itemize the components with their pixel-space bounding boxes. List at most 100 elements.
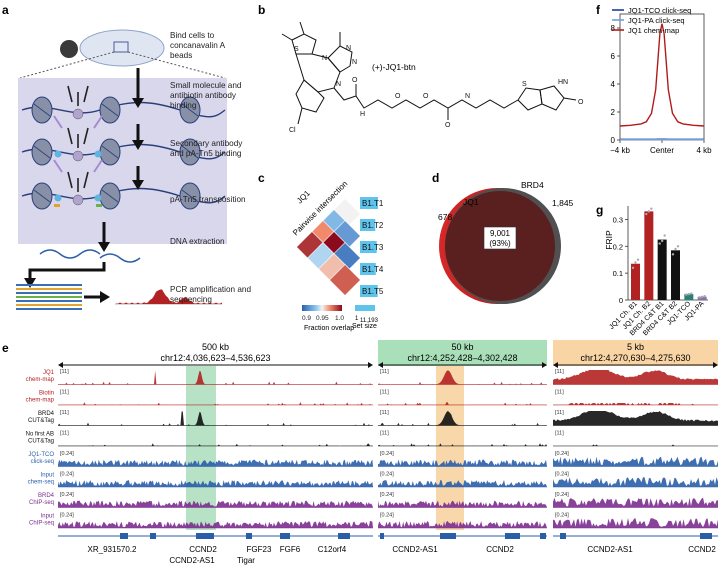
- overlap-heatmap: [297, 199, 361, 296]
- gene-name: CCND2-AS1: [587, 545, 633, 554]
- region-coordinates: chr12:4,036,623–4,536,623: [160, 353, 270, 363]
- frip-point: [703, 295, 705, 297]
- pa-tn5: [95, 151, 102, 158]
- gene-name: CCND2-AS1: [392, 545, 438, 554]
- set-label: B1.T2: [362, 221, 384, 230]
- scale-arrow-left: [58, 362, 63, 368]
- gene-name: XR_931570.2: [88, 545, 137, 554]
- gene-exon: [560, 533, 566, 539]
- atom-n-2: N: [352, 59, 357, 66]
- frip-bar: [658, 240, 667, 300]
- venn-count-jq1-only: 678: [438, 212, 452, 222]
- atom-s-biotin: S: [522, 81, 527, 88]
- panel-b-letter: b: [258, 3, 265, 17]
- track-label: Input: [41, 514, 55, 520]
- gene-exon: [280, 533, 290, 539]
- colorbar-tick-0: 0.9: [302, 315, 311, 322]
- gene-name: FGF23: [247, 545, 272, 554]
- track-range: [11]: [380, 390, 389, 396]
- gene-exon: [540, 533, 546, 539]
- frip-point: [674, 248, 676, 250]
- frip-point: [632, 267, 634, 269]
- track-range: [0.24]: [60, 513, 74, 519]
- panel-d-letter: d: [432, 171, 439, 185]
- track-range: [11]: [555, 431, 564, 437]
- step-5-label: DNA extraction: [170, 237, 225, 246]
- frip-ytick-label: 0.2: [613, 242, 623, 251]
- frip-ytick-label: 0.1: [613, 269, 623, 278]
- atom-n-3: N: [336, 81, 341, 88]
- venn-label-brd4: BRD4: [521, 180, 544, 190]
- track-label: chem-map: [26, 377, 55, 383]
- frip-point: [658, 242, 660, 244]
- pa-tn5: [95, 195, 102, 202]
- track-signal: [553, 457, 718, 467]
- track-range: [11]: [60, 410, 69, 416]
- venn-label-jq1: JQ1: [463, 197, 479, 207]
- profile-legend-label: JQ1-TCO click-seq: [628, 6, 691, 15]
- atom-n-amide: H: [360, 111, 365, 118]
- track-label: Biotin: [39, 391, 54, 397]
- track-label: JQ1: [43, 370, 55, 376]
- gene-exon: [440, 533, 456, 539]
- frip-point: [677, 245, 679, 247]
- frip-point: [701, 296, 703, 298]
- track-range: [0.24]: [555, 472, 569, 478]
- track-label: ChIP-seq: [29, 500, 54, 506]
- step-4-label: pA-Tn5 transposition: [170, 195, 246, 204]
- gene-exon: [380, 533, 384, 539]
- pa-tn5: [55, 151, 62, 158]
- gene-name: CCND2-AS1: [169, 556, 215, 565]
- track-range: [0.24]: [380, 472, 394, 478]
- track-range: [11]: [555, 390, 564, 396]
- heatmap-row-label-jq1: JQ1: [295, 188, 312, 205]
- track-range: [0.24]: [555, 451, 569, 457]
- step-3-line-2: and pA-Tn5 binding: [170, 149, 242, 158]
- profile-legend-label: JQ1-PA click-seq: [628, 16, 685, 25]
- gene-exon: [150, 533, 156, 539]
- frip-ytick-label: 0.3: [613, 215, 623, 224]
- colorbar-tick-1: 0.95: [316, 315, 329, 322]
- colorbar-tick-2: 1.0: [335, 315, 344, 322]
- jq1-btn-structure: [282, 22, 576, 124]
- track-range: [11]: [555, 410, 564, 416]
- profile-ytick-label: 6: [611, 52, 616, 61]
- frip-point: [650, 207, 652, 209]
- track-range: [11]: [380, 369, 389, 375]
- step-6-line-2: sequencing: [170, 295, 212, 304]
- region-scale-label: 500 kb: [202, 342, 229, 352]
- track-signal: [553, 498, 718, 508]
- atom-n-amide-2: N: [465, 93, 470, 100]
- atom-s-thiophene: S: [294, 46, 299, 53]
- atom-o-urea: O: [578, 99, 584, 106]
- track-range: [0.24]: [555, 513, 569, 519]
- region-scale-label: 50 kb: [451, 342, 473, 352]
- frip-ytick-label: 0: [619, 296, 623, 305]
- gene-exon: [338, 533, 350, 539]
- set-label: B1.T3: [362, 243, 384, 252]
- profile-xtick-label: Center: [650, 146, 674, 155]
- step-3-line-1: Secondary antibody: [170, 139, 243, 148]
- gene-exon: [505, 533, 520, 539]
- track-label: BRD4: [38, 411, 55, 417]
- track-range: [11]: [60, 431, 69, 437]
- track-range: [0.24]: [60, 451, 74, 457]
- track-range: [11]: [60, 390, 69, 396]
- brd4-protein: [73, 151, 83, 161]
- atom-nh-biotin: HN: [558, 79, 568, 86]
- profile-ytick-label: 0: [611, 136, 616, 145]
- track-range: [11]: [380, 431, 389, 437]
- panel-f-letter: f: [596, 3, 601, 17]
- atom-cl: Cl: [289, 127, 296, 134]
- frip-point: [663, 234, 665, 236]
- frip-point: [645, 213, 647, 215]
- frip-ylabel: FRIP: [604, 230, 614, 250]
- frip-bar: [631, 264, 640, 300]
- compound-name: (+)-JQ1-btn: [372, 62, 416, 72]
- colorbar-label: Fraction overlap: [304, 325, 354, 332]
- track-label: CUT&Tag: [28, 439, 54, 445]
